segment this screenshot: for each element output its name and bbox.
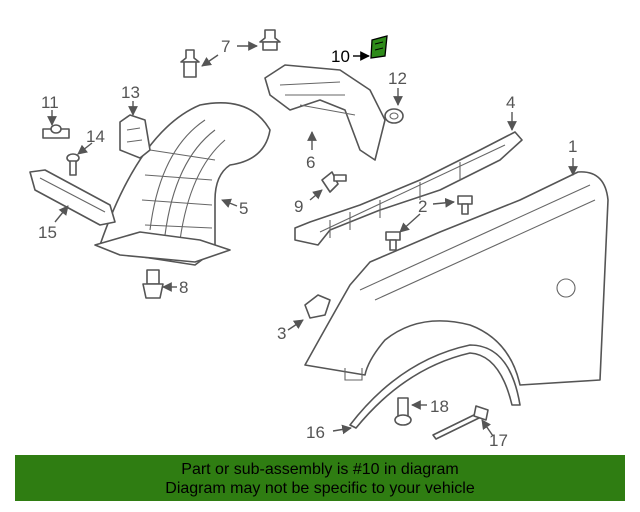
callout-7: 7 (221, 37, 230, 56)
bolt-2-part (385, 195, 473, 251)
rear-liner-part (264, 64, 386, 161)
screw-18-part (394, 397, 412, 426)
part-info-banner: Part or sub-assembly is #10 in diagram D… (15, 455, 625, 501)
banner-line-part-number: Part or sub-assembly is #10 in diagram (181, 461, 459, 478)
bracket-part (119, 114, 151, 159)
callout-13: 13 (121, 83, 140, 102)
grommet-part (384, 108, 404, 124)
callout-18: 18 (430, 397, 449, 416)
callout-12: 12 (388, 69, 407, 88)
block-part (304, 294, 331, 319)
callout-16: 16 (306, 423, 325, 442)
callout-6: 6 (306, 153, 315, 172)
nut-part (42, 124, 70, 139)
fender-part (304, 171, 609, 386)
parts-diagram: 1 2 3 4 5 6 7 8 9 10 11 12 13 14 15 16 1… (29, 29, 609, 450)
callout-5: 5 (239, 199, 248, 218)
callout-3: 3 (277, 324, 286, 343)
callout-1: 1 (568, 137, 577, 156)
arch-molding-part (349, 344, 521, 429)
screw-part (66, 153, 80, 176)
callout-17: 17 (489, 431, 508, 450)
callout-2: 2 (418, 197, 427, 216)
callout-14: 14 (86, 127, 105, 146)
reinforcement-rail-part (294, 131, 523, 246)
banner-line-disclaimer: Diagram may not be specific to your vehi… (165, 480, 475, 497)
callout-15: 15 (38, 223, 57, 242)
splash-guard-part (29, 169, 116, 226)
fender-liner-part (94, 102, 271, 266)
bolt-9-part (321, 171, 347, 193)
callout-10-highlighted: 10 (331, 47, 350, 66)
callout-11: 11 (41, 93, 59, 112)
clip-8-part (142, 269, 164, 299)
callout-8: 8 (179, 278, 188, 297)
push-pin-part (180, 29, 281, 78)
callout-9: 9 (294, 197, 303, 216)
clip-part-highlighted (370, 35, 388, 59)
callout-4: 4 (506, 93, 515, 112)
